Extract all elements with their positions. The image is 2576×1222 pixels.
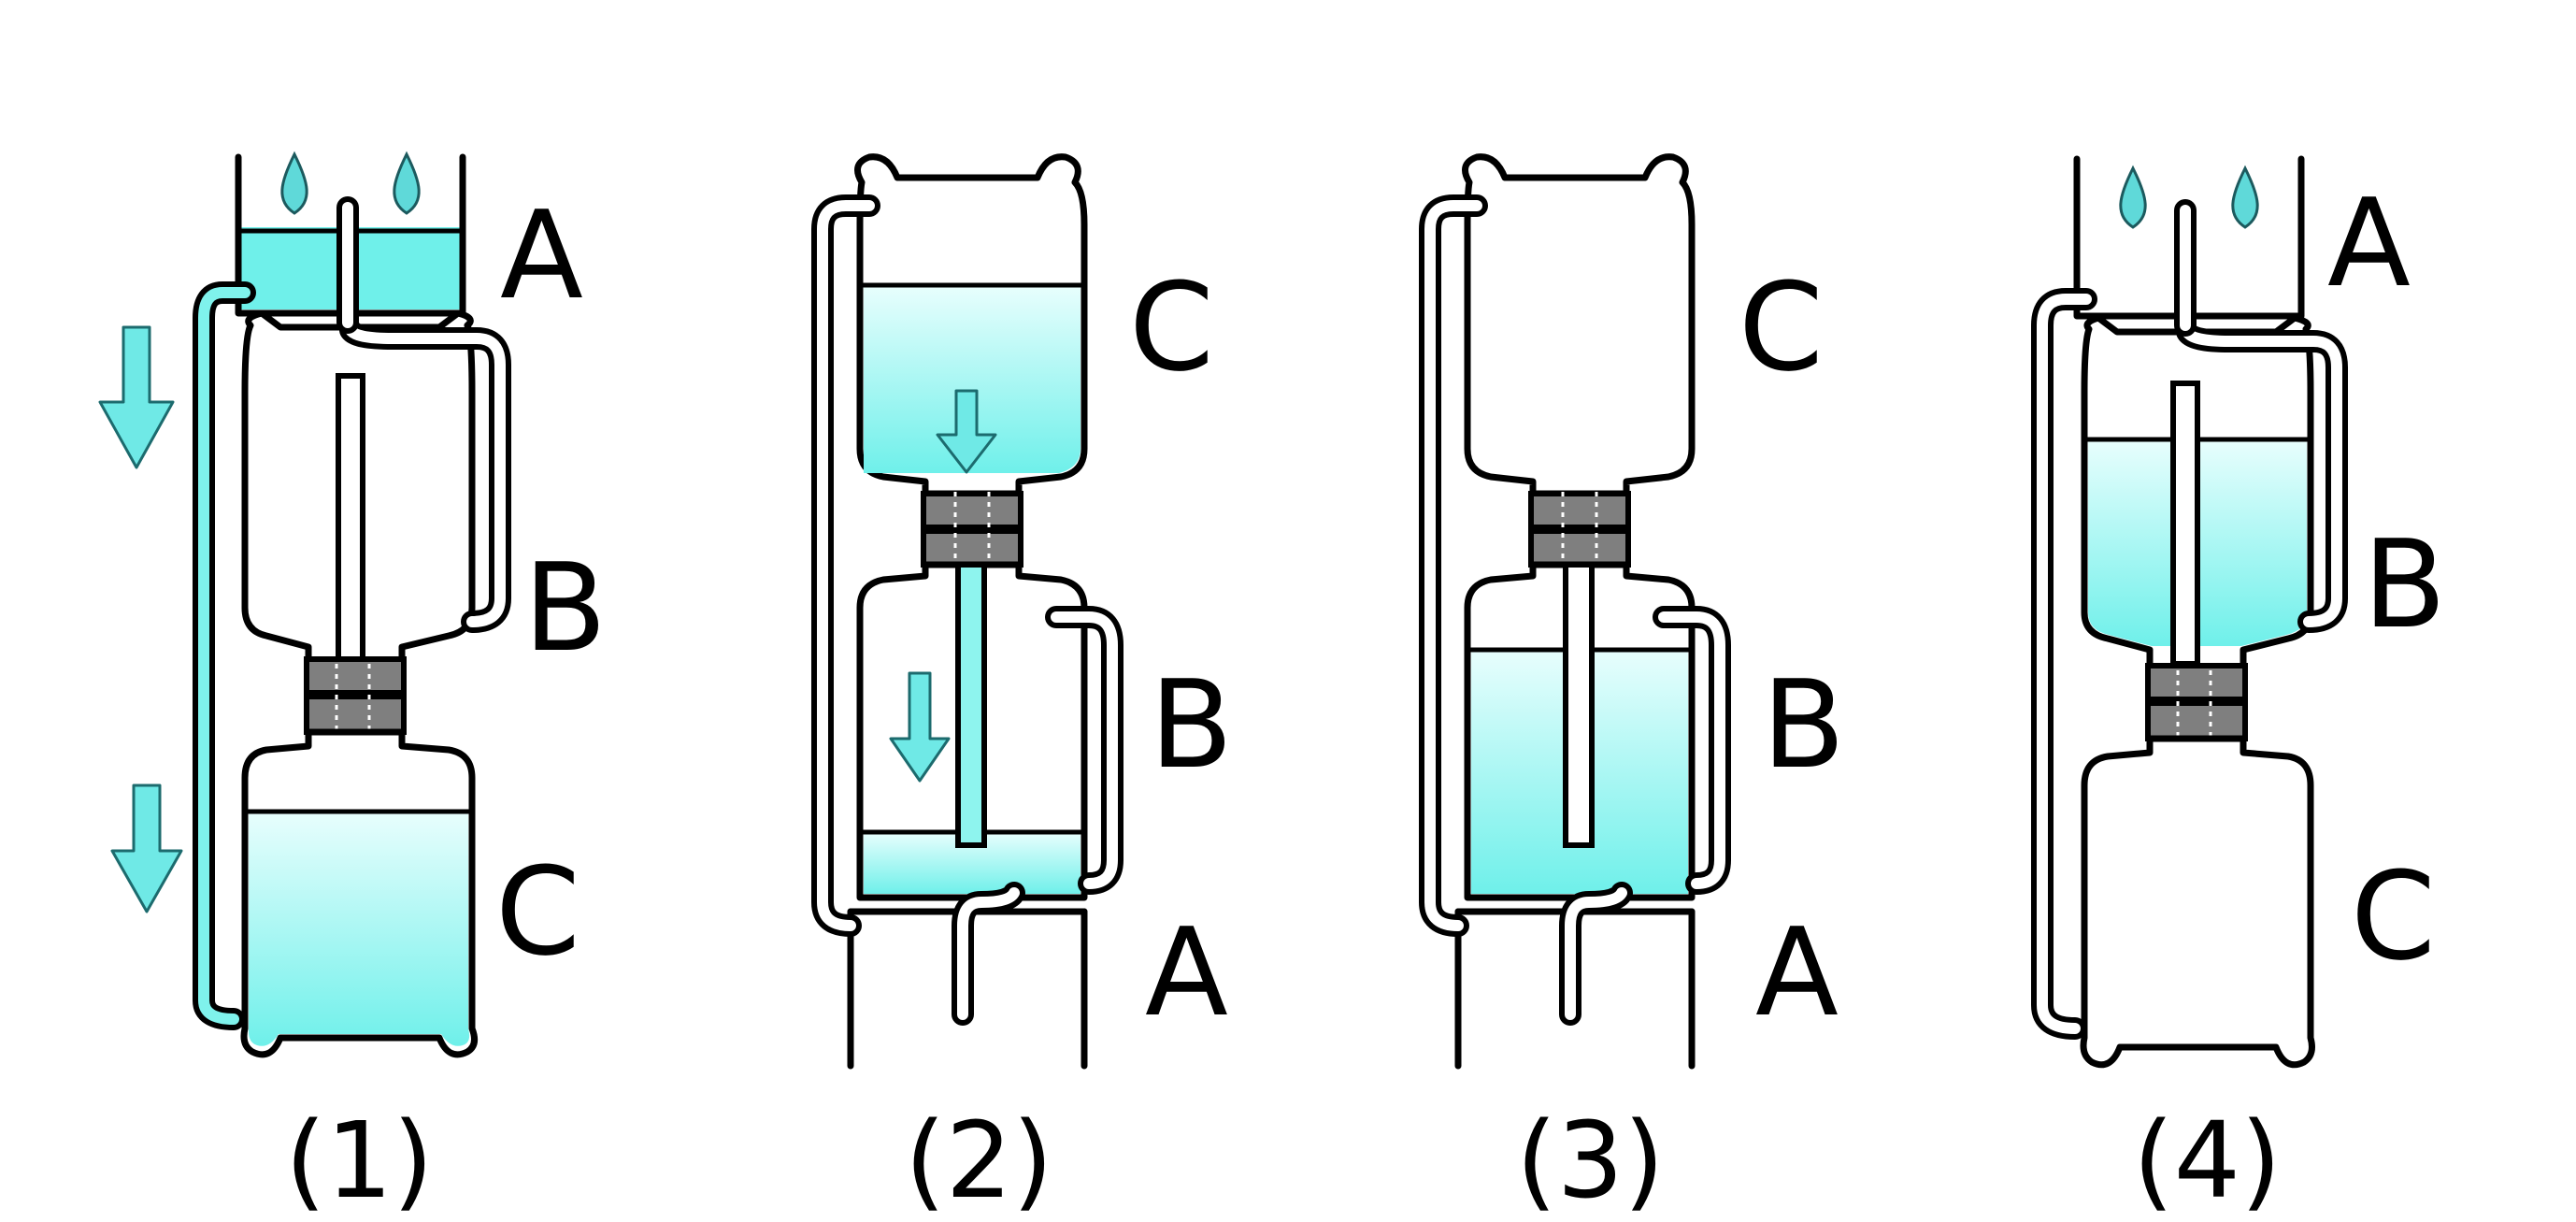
siphon-rod: [2170, 381, 2200, 667]
seal: [1528, 491, 1631, 530]
vessel-c: [1462, 153, 1696, 497]
label-c: C: [1129, 256, 1214, 398]
flow-arrow-down-icon: [110, 784, 183, 913]
seal: [304, 656, 407, 696]
label-b: B: [1150, 654, 1233, 796]
label-a: A: [1755, 901, 1839, 1043]
panel-2: C B A (2): [811, 153, 1233, 1222]
caption-1: (1): [285, 1100, 434, 1222]
label-c: C: [1739, 256, 1824, 398]
panel-3: C B A (3): [1419, 153, 1845, 1222]
caption-2: (2): [905, 1100, 1053, 1222]
flow-arrow-down-icon: [889, 671, 951, 783]
water-drop-icon: [2231, 165, 2259, 229]
seal: [304, 694, 407, 735]
label-b: B: [2363, 513, 2446, 655]
vessel-c: [2080, 735, 2315, 1069]
water-drop-icon: [280, 151, 308, 215]
seal: [2145, 663, 2248, 702]
seal: [921, 491, 1023, 530]
caption-4: (4): [2133, 1100, 2282, 1222]
seal: [921, 528, 1023, 568]
flow-arrow-down-icon: [98, 325, 175, 469]
water-drop-icon: [393, 151, 421, 215]
panel-1: A B C (1): [98, 151, 607, 1222]
label-a: A: [1145, 901, 1228, 1043]
flow-arrow-down-icon: [936, 389, 997, 474]
seal: [1528, 528, 1631, 568]
label-a: A: [500, 184, 583, 326]
label-a: A: [2327, 172, 2411, 314]
label-b: B: [1762, 654, 1845, 796]
water-drop-icon: [2119, 165, 2147, 229]
siphon-rod: [955, 562, 987, 848]
siphon-rod: [336, 373, 365, 664]
label-b: B: [523, 537, 607, 679]
label-c: C: [495, 841, 580, 983]
caption-3: (3): [1516, 1100, 1665, 1222]
siphon-rod: [1563, 562, 1595, 848]
label-c: C: [2351, 845, 2436, 987]
seal: [2145, 700, 2248, 741]
panel-4: A B C (4): [2031, 155, 2446, 1222]
